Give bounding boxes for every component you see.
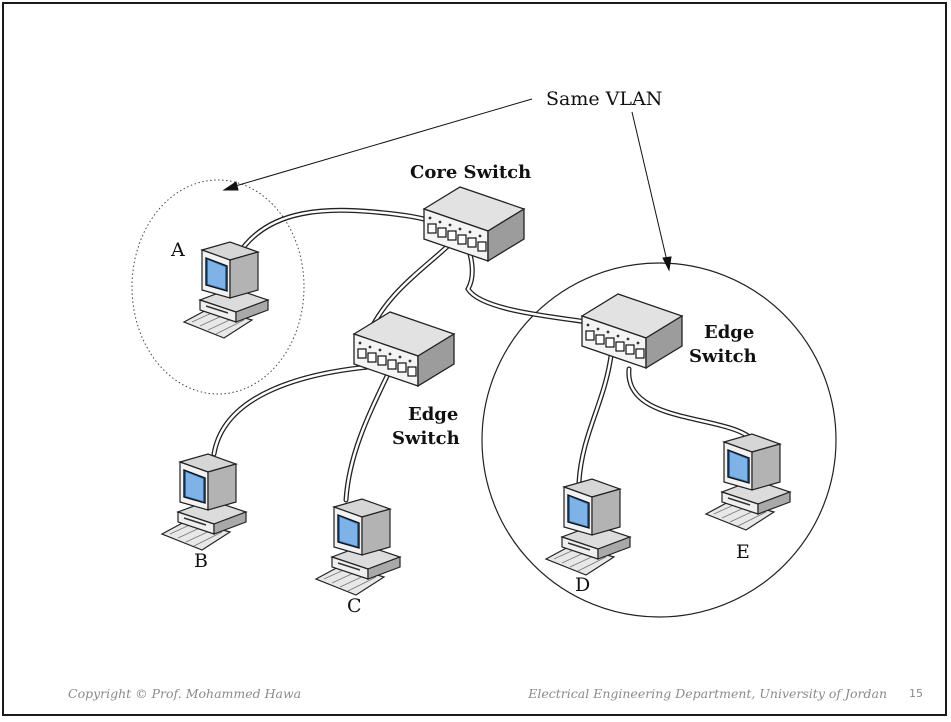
department-footer: Electrical Engineering Department, Unive… [528,686,887,701]
host-c-label: C [347,595,362,617]
core-switch [424,187,524,261]
edge-switch-left-label-line1: Edge [408,404,458,425]
edge-switch-right-label-line1: Edge [704,322,754,343]
host-b-label: B [194,550,208,572]
vlan-diagram: Same VLAN Core Switch Edge Switch Edge S… [4,4,945,714]
copyright-footer: Copyright © Prof. Mohammed Hawa [68,686,301,701]
page-number: 15 [909,687,923,700]
host-a [184,242,268,338]
host-e-label: E [736,541,750,563]
host-c [316,499,400,595]
core-switch-label: Core Switch [410,162,531,183]
edge-switch-right [582,294,682,368]
edge-switch-right-label-line2: Switch [689,346,757,367]
host-d-label: D [575,574,590,596]
same-vlan-label: Same VLAN [546,88,662,110]
host-d [546,479,630,575]
edge-switch-left-label-line2: Switch [392,428,460,449]
host-b [162,454,246,550]
edge-switch-left [354,312,454,386]
host-a-label: A [170,239,185,261]
host-e [706,434,790,530]
